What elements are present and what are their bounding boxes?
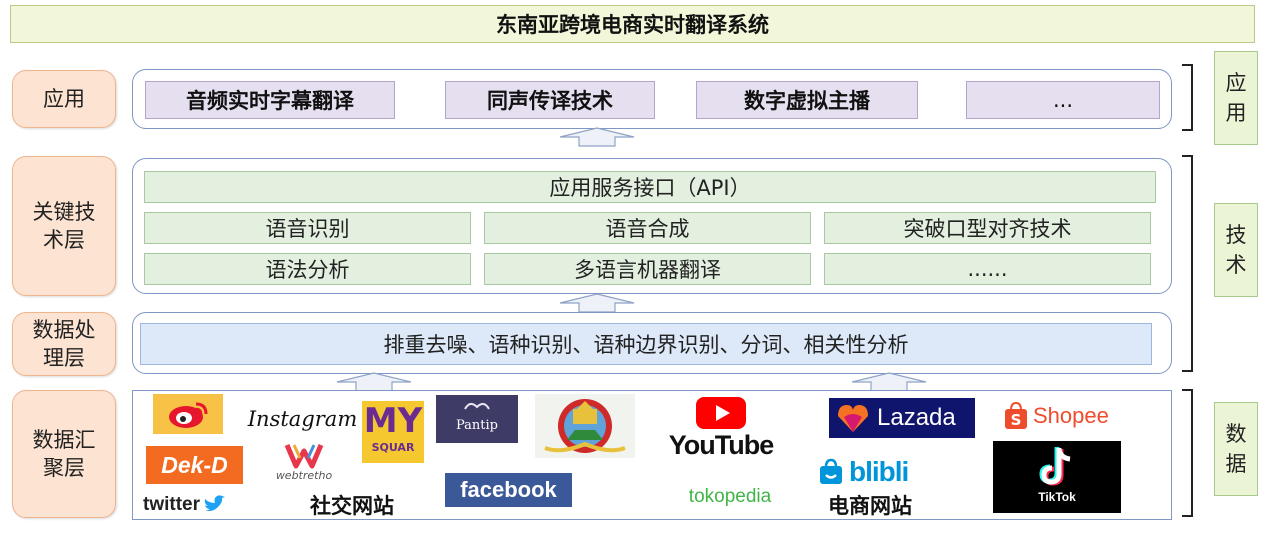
layer-label-app: 应用: [12, 70, 116, 128]
tech-speech-synthesis: 语音合成: [484, 212, 811, 244]
facebook-logo: facebook: [445, 473, 572, 507]
app-item-subtitle-translation: 音频实时字幕翻译: [145, 81, 395, 119]
tiktok-note-icon: [1039, 447, 1071, 486]
youtube-logo-text: YouTube: [668, 430, 774, 460]
youtube-logo: YouTube: [660, 394, 782, 464]
up-arrow-icon: [336, 372, 412, 392]
tech-more: ......: [824, 253, 1151, 285]
national-emblem-icon: [544, 399, 626, 453]
bracket-data: [1182, 389, 1193, 517]
lazada-logo: Lazada: [829, 398, 975, 438]
layer-label-collect: 数据汇聚层: [12, 390, 116, 518]
social-media-label: 社交网站: [310, 494, 394, 518]
tech-syntax-analysis: 语法分析: [144, 253, 471, 285]
weibo-logo: [153, 394, 223, 434]
dekd-logo: Dek-D: [146, 446, 243, 484]
pantip-logo: Pantip: [436, 395, 518, 443]
pantip-ornament-icon: [464, 403, 490, 410]
mysquar-logo: MY SQUAR: [362, 401, 424, 463]
blibli-logo: blibli: [818, 455, 946, 489]
side-label-data: 数据: [1214, 402, 1258, 496]
mysquar-logo-top: MY: [363, 401, 423, 441]
twitter-logo: twitter: [143, 491, 261, 519]
weibo-icon: [169, 402, 208, 428]
bracket-tech: [1182, 155, 1193, 372]
pantip-logo-text: Pantip: [456, 418, 498, 433]
layer-label-process: 数据处理层: [12, 312, 116, 376]
lazada-heart-icon: [838, 405, 868, 432]
processing-steps-bar: 排重去噪、语种识别、语种边界识别、分词、相关性分析: [140, 323, 1152, 365]
ecommerce-label: 电商网站: [828, 494, 912, 518]
twitter-logo-text: twitter: [143, 494, 200, 515]
shopee-bag-icon: S: [1005, 402, 1027, 429]
layer-label-tech: 关键技术层: [12, 156, 116, 296]
blibli-bag-icon: [820, 458, 842, 484]
mysquar-logo-bottom: SQUAR: [371, 441, 415, 454]
instagram-logo: Instagram: [247, 407, 358, 431]
youtube-play-icon: [696, 397, 746, 429]
laos-emblem-logo: [535, 394, 635, 458]
shopee-logo-text: Shopee: [1033, 403, 1109, 428]
tokopedia-logo: tokopedia: [688, 486, 772, 507]
app-item-virtual-anchor: 数字虚拟主播: [696, 81, 918, 119]
webtretho-w-icon: [284, 444, 324, 469]
api-bar: 应用服务接口（API）: [144, 171, 1156, 203]
tiktok-logo-text: TikTok: [1038, 490, 1076, 504]
tech-lip-sync: 突破口型对齐技术: [824, 212, 1151, 244]
app-item-simultaneous-interpretation: 同声传译技术: [445, 81, 655, 119]
up-arrow-icon: [559, 293, 635, 313]
lazada-logo-text: Lazada: [877, 404, 956, 431]
right-brackets: [1182, 64, 1193, 517]
tech-speech-recognition: 语音识别: [144, 212, 471, 244]
side-label-app: 应用: [1214, 51, 1258, 145]
twitter-bird-icon: [204, 495, 225, 511]
tiktok-logo: TikTok: [993, 441, 1121, 513]
up-arrow-icon: [851, 372, 927, 392]
app-item-more: ...: [966, 81, 1160, 119]
svg-text:S: S: [1011, 411, 1022, 429]
page-title: 东南亚跨境电商实时翻译系统: [10, 5, 1255, 43]
webtretho-logo: webtretho: [262, 441, 346, 485]
up-arrow-icon: [559, 127, 635, 147]
blibli-logo-text: blibli: [849, 456, 909, 487]
webtretho-logo-text: webtretho: [275, 469, 333, 482]
side-label-tech: 技术: [1214, 203, 1258, 297]
bracket-app: [1182, 64, 1193, 131]
tech-machine-translation: 多语言机器翻译: [484, 253, 811, 285]
shopee-logo: S Shopee: [1004, 397, 1110, 435]
